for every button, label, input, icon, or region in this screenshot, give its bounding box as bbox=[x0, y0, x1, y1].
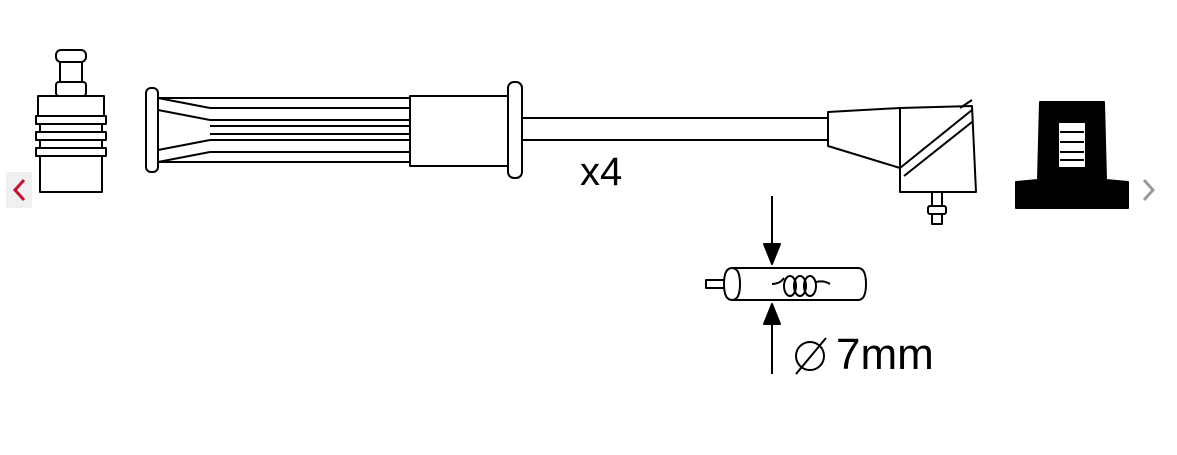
cable bbox=[522, 117, 828, 141]
previous-image-button[interactable] bbox=[6, 172, 32, 208]
cable-cross-section bbox=[705, 267, 867, 301]
chevron-right-icon bbox=[1142, 178, 1156, 202]
spark-plug-connector bbox=[35, 49, 107, 193]
straight-boot bbox=[145, 81, 523, 179]
dimension-arrows bbox=[763, 196, 781, 374]
angled-boot bbox=[827, 99, 977, 225]
diameter-label: 7mm bbox=[836, 330, 934, 379]
chevron-left-icon bbox=[12, 178, 26, 202]
quantity-label: x4 bbox=[580, 150, 623, 194]
next-image-button[interactable] bbox=[1136, 172, 1162, 208]
coil-connector bbox=[1015, 101, 1129, 209]
diameter-symbol bbox=[795, 337, 827, 375]
